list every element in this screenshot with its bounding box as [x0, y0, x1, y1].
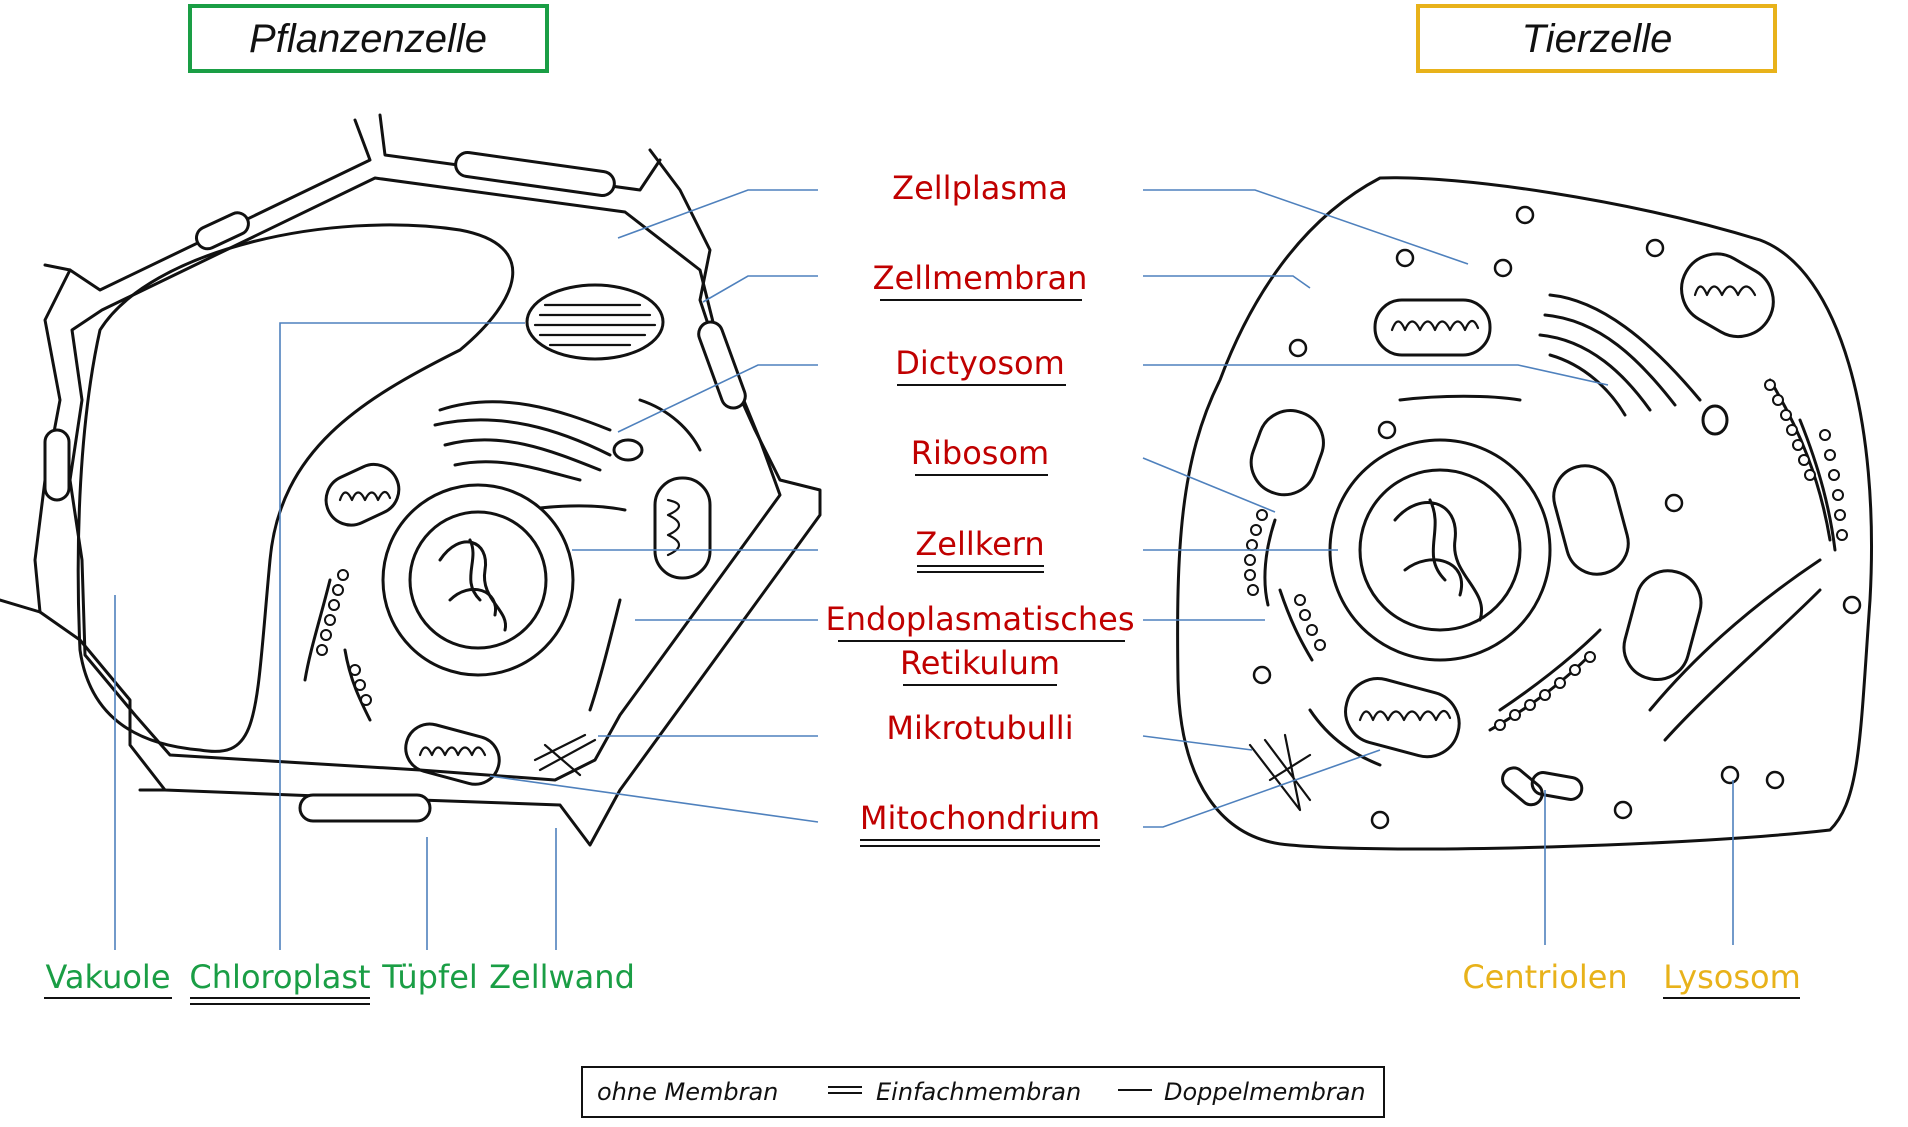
label-mitochondrium: Mitochondrium [860, 799, 1100, 837]
plant-mitochondria [324, 463, 712, 786]
animal-labels: Centriolen Lysosom [1462, 958, 1801, 999]
center-labels: Zellplasma Zellmembran Dictyosom Ribosom… [826, 169, 1135, 847]
legend: ohne Membran Einfachmembran Doppelmembra… [581, 1066, 1385, 1118]
label-endoplasmatisches: Endoplasmatisches [826, 600, 1135, 638]
animal-er [1263, 378, 1837, 767]
plant-nucleus [381, 483, 575, 677]
animal-title-box: Tierzelle [1416, 4, 1777, 73]
plant-title: Pflanzenzelle [249, 17, 487, 61]
label-zellplasma: Zellplasma [892, 169, 1068, 207]
legend-single: Einfachmembran [876, 1078, 1081, 1106]
animal-microtubules [1248, 733, 1312, 812]
animal-lysosomes [1252, 205, 1862, 830]
label-vakuole: Vakuole [46, 958, 171, 996]
animal-dictyosom [1538, 293, 1729, 436]
legend-double: Doppelmembran [1164, 1078, 1366, 1106]
plant-title-box: Pflanzenzelle [188, 4, 549, 73]
label-tuepfel: Tüpfel [381, 958, 478, 996]
plant-cell [0, 113, 822, 847]
label-zellkern: Zellkern [915, 525, 1044, 563]
animal-cell-membrane [1176, 176, 1874, 851]
plant-pits [43, 151, 747, 823]
label-retikulum: Retikulum [900, 644, 1060, 682]
plant-microtubules [533, 733, 597, 777]
animal-centrioles [1501, 766, 1584, 807]
label-mikrotubulli: Mikrotubulli [886, 709, 1073, 747]
leader-lines [114, 189, 1734, 950]
legend-none: ohne Membran [597, 1078, 778, 1106]
animal-cell [1176, 176, 1874, 851]
plant-dictyosom [433, 398, 702, 482]
plant-labels: Vakuole Chloroplast Tüpfel Zellwand [44, 958, 635, 1005]
label-centriolen: Centriolen [1462, 958, 1627, 996]
animal-title: Tierzelle [1522, 17, 1673, 61]
plant-ribosomes [316, 569, 372, 706]
label-chloroplast: Chloroplast [189, 958, 370, 996]
animal-nucleus [1328, 438, 1552, 662]
plant-er [303, 504, 627, 722]
label-zellmembran: Zellmembran [873, 259, 1088, 297]
label-ribosom: Ribosom [911, 434, 1049, 472]
label-lysosom: Lysosom [1663, 958, 1801, 996]
label-zellwand: Zellwand [489, 958, 635, 996]
label-dictyosom: Dictyosom [895, 344, 1065, 382]
chloroplast [525, 283, 665, 361]
animal-mitochondria [1249, 252, 1775, 759]
animal-ribosomes [1244, 379, 1848, 731]
vacuole [76, 223, 515, 753]
